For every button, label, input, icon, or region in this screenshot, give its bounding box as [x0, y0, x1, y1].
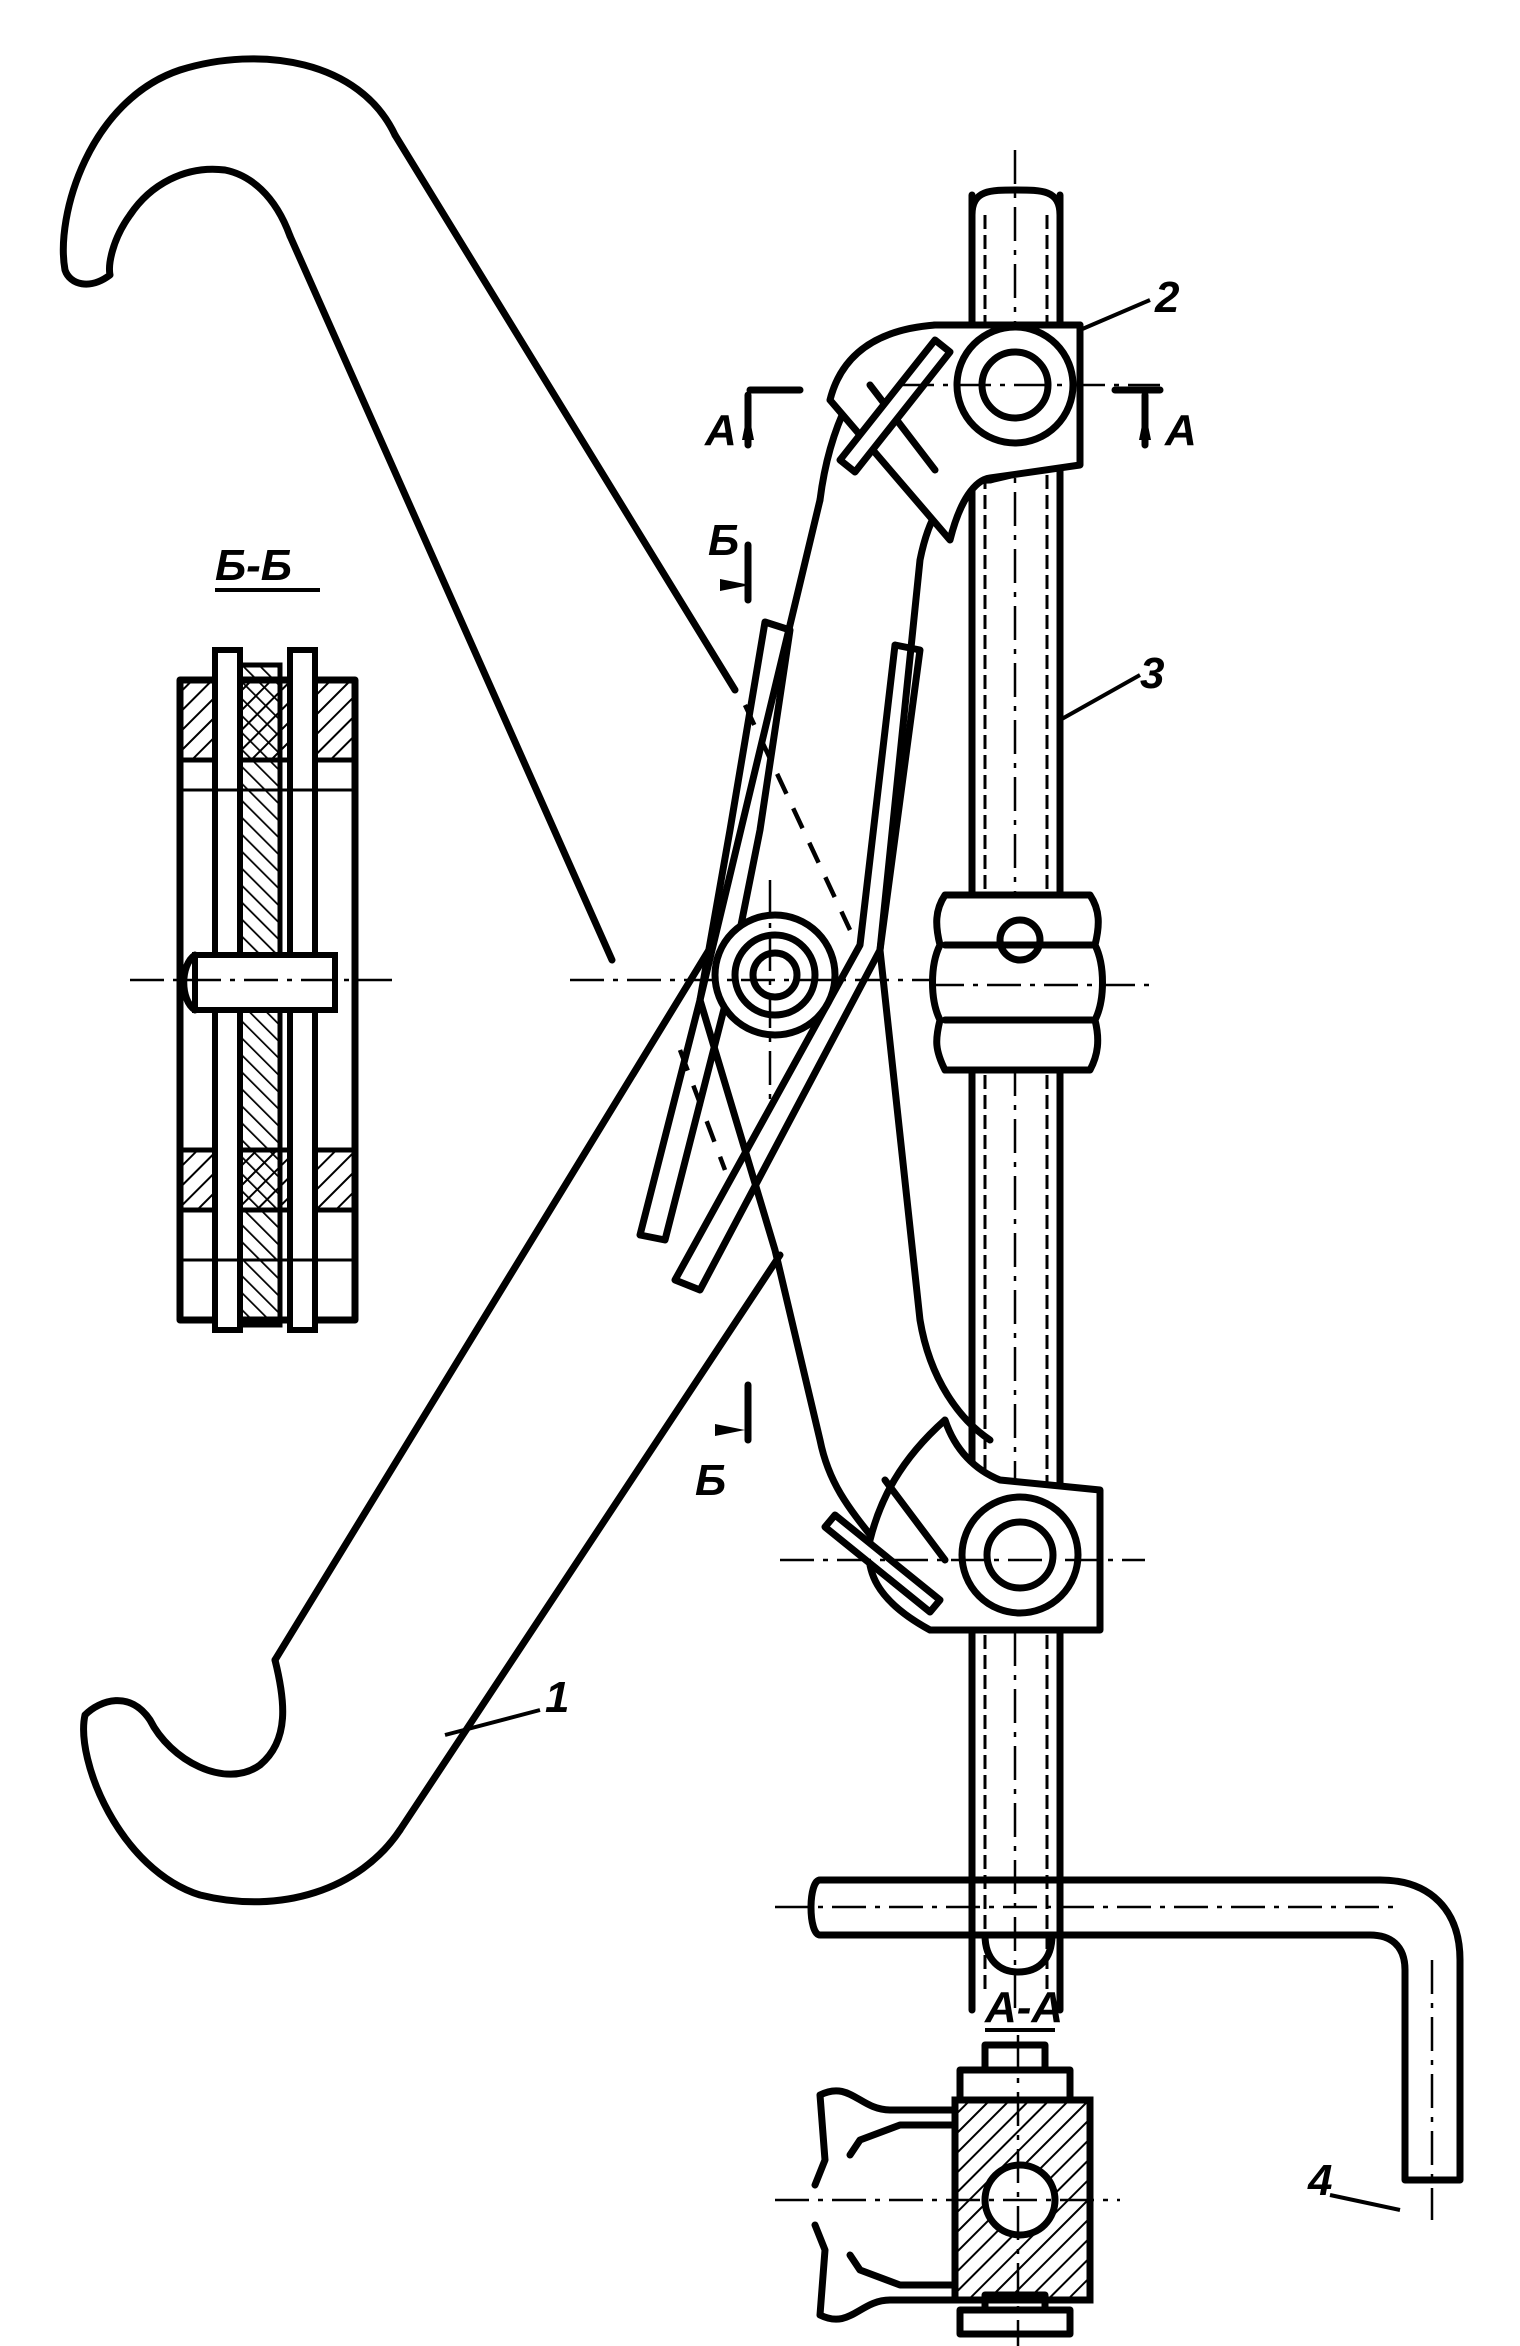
upper-strap — [636, 618, 794, 1244]
section-aa — [775, 2035, 1120, 2346]
section-bb — [130, 647, 395, 1333]
label-section-aa-title: A-A — [984, 1983, 1063, 2032]
middle-nut — [929, 891, 1150, 1074]
bottom-joint — [780, 1416, 1145, 1634]
label-section-a-right: A — [1164, 406, 1197, 455]
label-section-b-top: Б — [708, 516, 739, 565]
center-pivot — [570, 880, 930, 1110]
label-part-2: 2 — [1154, 273, 1180, 322]
top-joint — [826, 321, 1160, 544]
lower-hook — [80, 1656, 404, 1906]
label-section-a-left: A — [704, 406, 737, 455]
handle-4 — [775, 1876, 1464, 2220]
section-markers — [715, 386, 1164, 1444]
label-section-b-bottom: Б — [695, 1456, 726, 1505]
label-part-1: 1 — [545, 1673, 569, 1722]
leader-lines — [215, 298, 1401, 2212]
lever-1 — [59, 55, 784, 1906]
upper-hook — [59, 55, 399, 288]
label-part-4: 4 — [1307, 2156, 1332, 2205]
labels: 2 3 1 4 A A Б Б Б-Б A-A — [215, 273, 1332, 2205]
label-part-3: 3 — [1140, 649, 1164, 698]
label-section-bb-title: Б-Б — [215, 541, 292, 590]
